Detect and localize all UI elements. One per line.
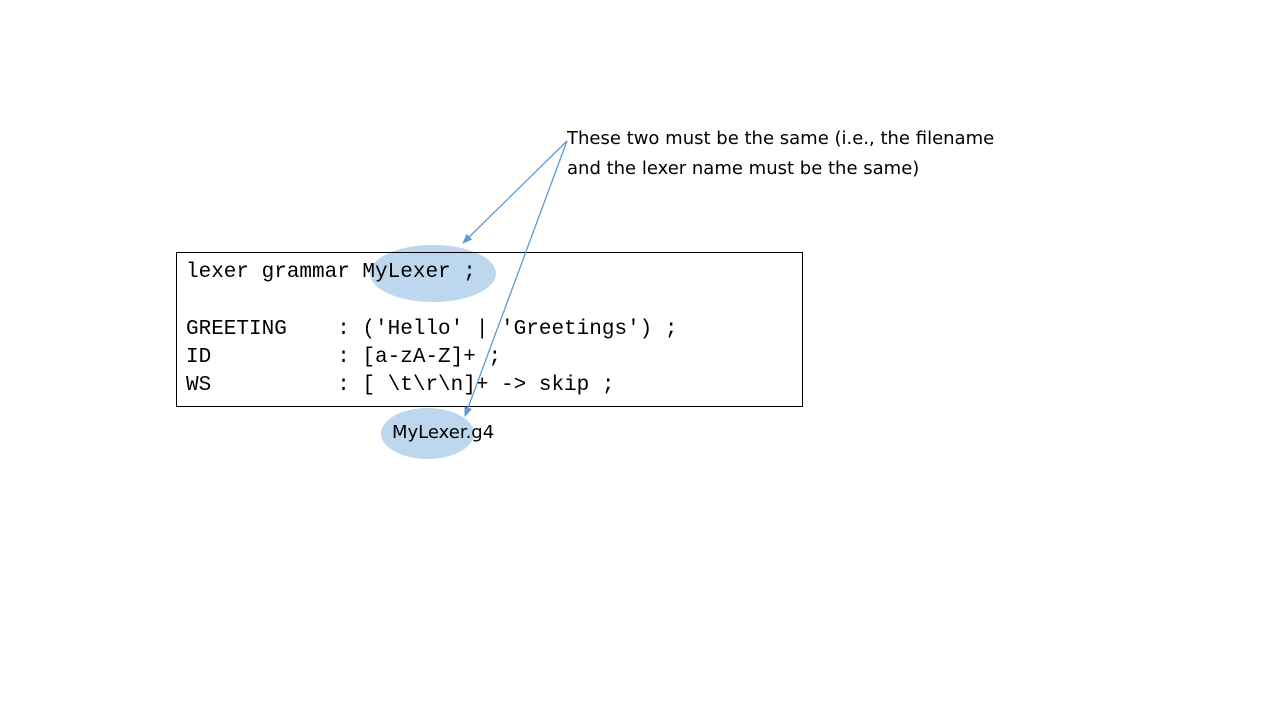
- note-text-line-1: These two must be the same (i.e., the fi…: [567, 128, 995, 149]
- note-text-line-2: and the lexer name must be the same): [567, 158, 920, 179]
- code-line-id-rule: ID : [a-zA-Z]+ ;: [186, 346, 502, 369]
- arrow-to-lexer-name: [462, 140, 568, 244]
- filename-highlight: [381, 408, 474, 459]
- code-line-ws-rule: WS : [ \t\r\n]+ -> skip ;: [186, 374, 615, 397]
- code-line-greeting-rule: GREETING : ('Hello' | 'Greetings') ;: [186, 318, 678, 341]
- code-line-grammar-declaration: lexer grammar MyLexer ;: [186, 261, 476, 284]
- filename-label: MyLexer.g4: [392, 422, 495, 443]
